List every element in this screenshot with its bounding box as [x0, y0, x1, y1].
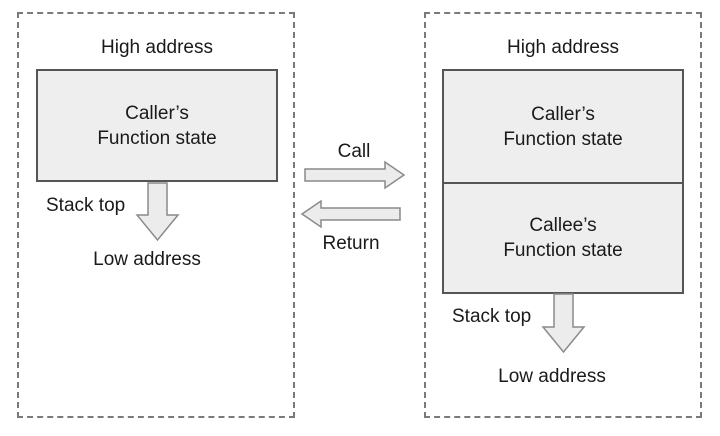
left-low-address-label: Low address [93, 249, 201, 270]
right-high-address-label: High address [507, 37, 619, 58]
right-callee-frame-line2: Function state [503, 240, 623, 261]
right-caller-frame: Caller’s Function state [442, 69, 684, 184]
call-label: Call [337, 141, 371, 162]
return-label: Return [322, 233, 380, 254]
right-callee-frame-line1: Callee’s [529, 215, 597, 236]
left-caller-frame: Caller’s Function state [36, 69, 278, 182]
right-caller-frame-line2: Function state [503, 128, 623, 150]
left-stack-top-label: Stack top [46, 195, 126, 216]
return-arrow [300, 199, 401, 229]
right-stack-top-arrow [541, 293, 586, 354]
left-high-address-label: High address [101, 37, 213, 58]
right-stack-panel [424, 12, 702, 418]
right-caller-frame-line1: Caller’s [531, 103, 595, 125]
left-stack-top-arrow [135, 182, 180, 242]
right-callee-frame: Callee’s Function state [442, 182, 684, 294]
right-stack-top-label: Stack top [452, 306, 532, 327]
left-caller-frame-line1: Caller’s [125, 102, 189, 124]
right-low-address-label: Low address [498, 366, 606, 387]
left-caller-frame-line2: Function state [97, 127, 217, 149]
call-arrow [304, 160, 406, 190]
left-stack-panel [17, 12, 295, 418]
